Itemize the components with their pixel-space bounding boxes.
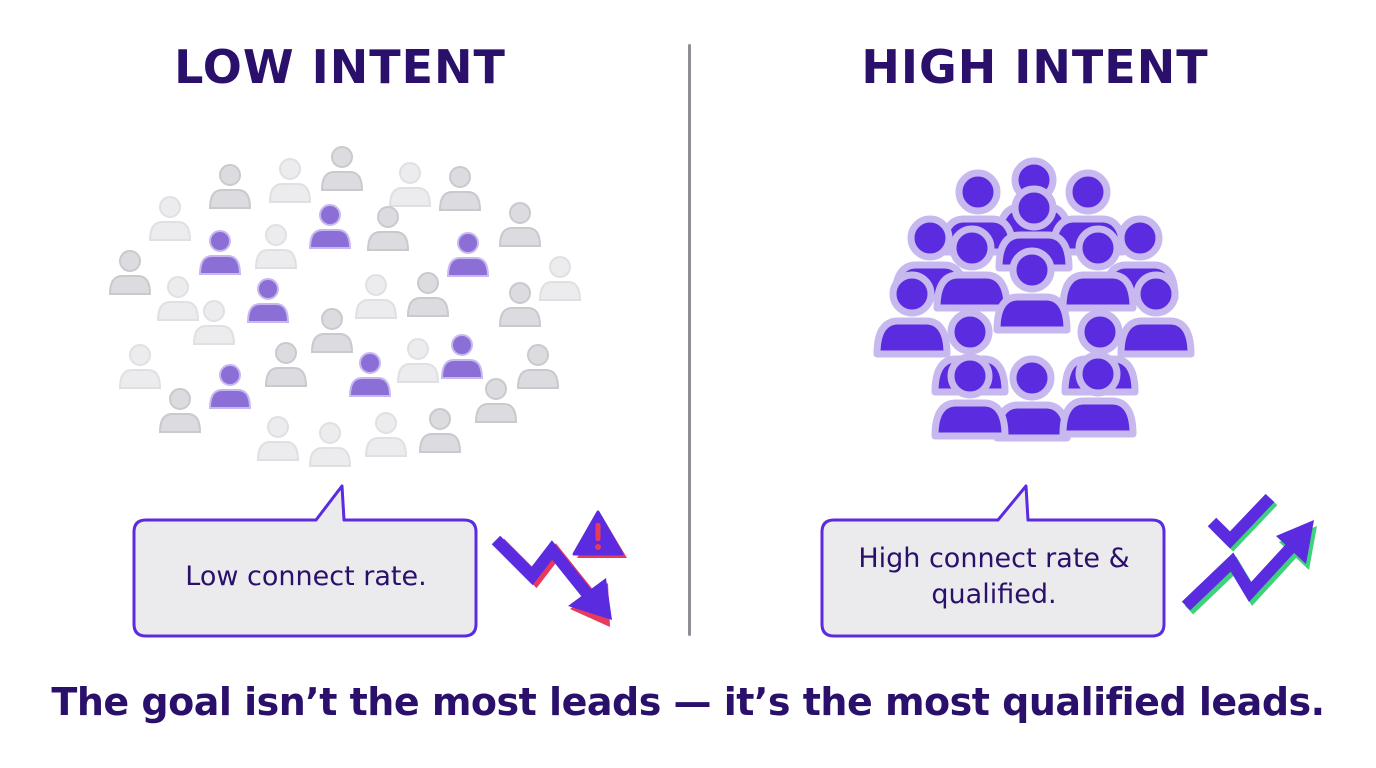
- low-intent-caption: Low connect rate.: [185, 561, 427, 592]
- high-intent-title: HIGH INTENT: [861, 40, 1209, 94]
- footer-message: The goal isn’t the most leads — it’s the…: [51, 680, 1325, 724]
- panel-divider: [688, 44, 691, 636]
- high-intent-caption: High connect rate & qualified.: [858, 543, 1130, 610]
- low-intent-title: LOW INTENT: [174, 40, 506, 94]
